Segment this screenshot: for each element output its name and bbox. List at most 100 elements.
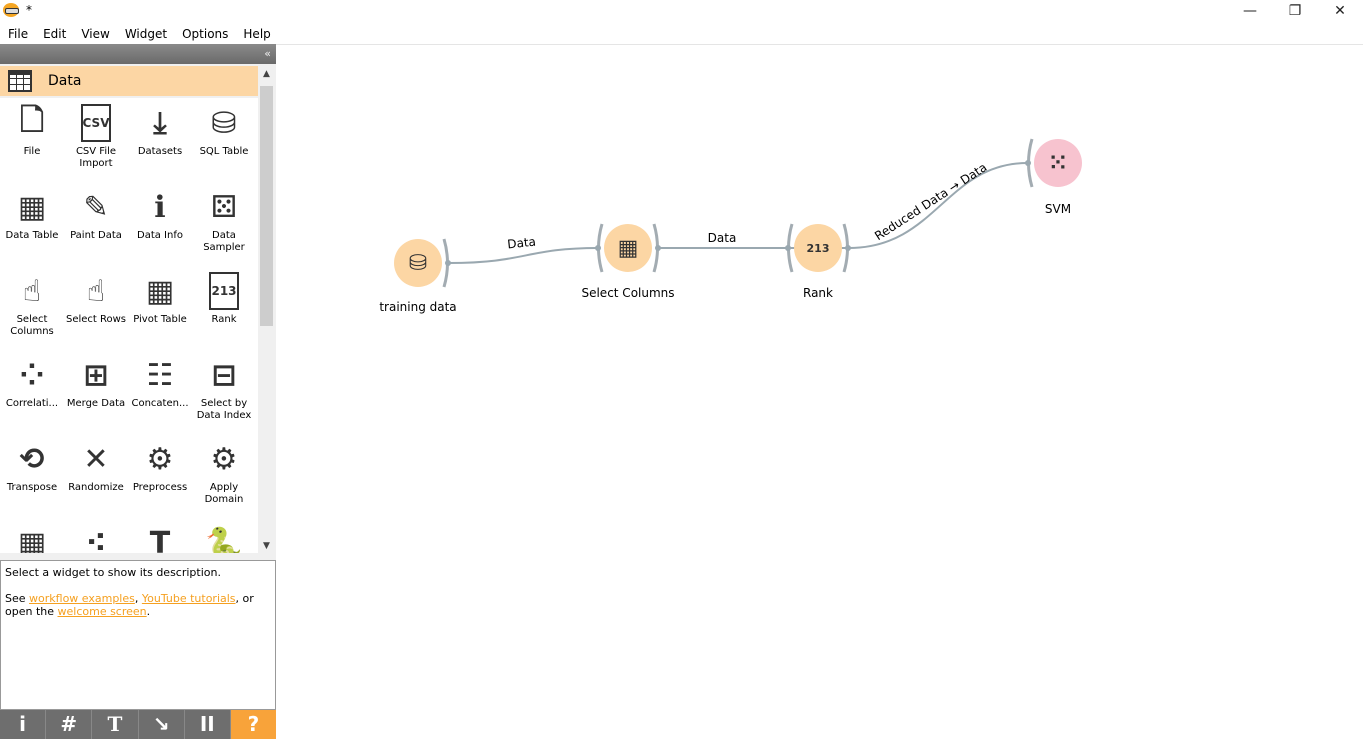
widget-item[interactable]: 🐍 bbox=[192, 518, 256, 554]
widget-randomize[interactable]: ✕Randomize bbox=[64, 434, 128, 518]
widget-correlati-[interactable]: ⁘Correlati... bbox=[0, 350, 64, 434]
python-icon: 🐍 bbox=[205, 525, 243, 554]
gears-icon: ⚙ bbox=[146, 441, 174, 477]
widget-select-by-data-index[interactable]: ⊟Select by Data Index bbox=[192, 350, 256, 434]
node-label-training-data: training data bbox=[379, 300, 457, 314]
minimize-button[interactable]: — bbox=[1243, 3, 1257, 19]
workflow-graph: Data Data Reduced Data → Data ⛁▦213⁙ bbox=[394, 138, 1082, 288]
dice-icon: ⚄ bbox=[210, 189, 238, 225]
widget-label: Merge Data bbox=[66, 398, 126, 409]
link-rank-svm[interactable] bbox=[848, 162, 1029, 249]
widget-label: Select Columns bbox=[10, 314, 54, 337]
widget-data-table[interactable]: ▦ Data Table bbox=[0, 182, 64, 266]
menu-view[interactable]: View bbox=[81, 27, 110, 41]
select-index-icon: ⊟ bbox=[211, 357, 237, 393]
file-icon: 🗋 bbox=[19, 102, 45, 138]
channel-anchor[interactable] bbox=[1025, 160, 1031, 166]
workflow-canvas[interactable]: Data Data Reduced Data → Data ⛁▦213⁙ tra… bbox=[276, 44, 1363, 739]
channel-anchor[interactable] bbox=[655, 245, 661, 251]
node-training-data[interactable]: ⛁ bbox=[394, 238, 451, 288]
merge-icon: ⊞ bbox=[83, 357, 109, 393]
channel-anchor[interactable] bbox=[785, 245, 791, 251]
channel-anchor[interactable] bbox=[595, 245, 601, 251]
workflow-examples-link[interactable]: workflow examples bbox=[29, 592, 135, 605]
scatter-icon: ⁖ bbox=[85, 525, 107, 554]
help-button[interactable]: ? bbox=[230, 710, 277, 739]
channel-anchor[interactable] bbox=[445, 260, 451, 266]
rank-icon: 213 bbox=[209, 272, 239, 310]
arrow-annotation-button[interactable]: ↘ bbox=[139, 710, 185, 739]
menu-edit[interactable]: Edit bbox=[43, 27, 67, 41]
node-svm[interactable]: ⁙ bbox=[1025, 138, 1082, 188]
or-open-text: , or open the bbox=[5, 592, 254, 618]
widget-select-columns[interactable]: ☝Select Columns bbox=[0, 266, 64, 350]
pause-button[interactable]: II bbox=[185, 710, 231, 739]
widget-item[interactable]: ▦ bbox=[0, 518, 64, 554]
scroll-thumb[interactable] bbox=[260, 86, 273, 326]
channel-anchor[interactable] bbox=[845, 245, 851, 251]
table-partial-icon: ▦ bbox=[17, 525, 47, 554]
description-panel: Select a widget to show its description.… bbox=[0, 560, 276, 710]
table-icon bbox=[8, 70, 32, 92]
widget-sql-table[interactable]: ⛁SQL Table bbox=[192, 98, 256, 182]
scroll-down-icon[interactable]: ▼ bbox=[263, 541, 270, 551]
widget-preprocess[interactable]: ⚙Preprocess bbox=[128, 434, 192, 518]
table-icon: ▦ bbox=[17, 189, 47, 225]
widget-label: Pivot Table bbox=[133, 314, 187, 325]
title-bar: * — ❐ ✕ bbox=[0, 0, 1363, 22]
widget-pivot-table[interactable]: ▦Pivot Table bbox=[128, 266, 192, 350]
node-rank[interactable]: 213 bbox=[785, 223, 851, 273]
widget-item[interactable]: ⁖ bbox=[64, 518, 128, 554]
youtube-tutorials-link[interactable]: YouTube tutorials bbox=[141, 592, 236, 605]
node-circle[interactable] bbox=[604, 224, 652, 272]
randomize-icon: ✕ bbox=[83, 441, 109, 477]
widget-label: Paint Data bbox=[70, 230, 122, 241]
scroll-up-icon[interactable]: ▲ bbox=[263, 69, 270, 79]
widget-data-sampler[interactable]: ⚄ Data Sampler bbox=[192, 182, 256, 266]
widget-label: Data Table bbox=[5, 230, 59, 241]
welcome-screen-link[interactable]: welcome screen bbox=[57, 605, 147, 618]
menu-options[interactable]: Options bbox=[182, 27, 229, 41]
link-training-select[interactable] bbox=[448, 247, 599, 264]
widget-scrollbar[interactable]: ▲ ▼ bbox=[258, 66, 275, 554]
node-circle[interactable] bbox=[394, 239, 442, 287]
restore-button[interactable]: ❐ bbox=[1288, 3, 1302, 19]
dock-toolbar: i # T ↘ II ? bbox=[0, 710, 277, 739]
widget-file[interactable]: 🗋 File bbox=[0, 98, 64, 182]
collapse-dock-button[interactable]: « bbox=[264, 47, 271, 60]
node-label-svm: SVM bbox=[1044, 202, 1072, 216]
dock-header: « bbox=[0, 44, 276, 64]
grid-button[interactable]: # bbox=[46, 710, 93, 739]
datasets-icon: ⤓ bbox=[153, 105, 167, 141]
widget-apply-domain[interactable]: ⚙Apply Domain bbox=[192, 434, 256, 518]
widget-merge-data[interactable]: ⊞ Merge Data bbox=[64, 350, 128, 434]
widget-label: Data Sampler bbox=[203, 230, 245, 253]
widget-transpose[interactable]: ⟲Transpose bbox=[0, 434, 64, 518]
training-data-icon: ⛁ bbox=[409, 251, 427, 276]
widget-label: SQL Table bbox=[199, 146, 249, 157]
menu-help[interactable]: Help bbox=[243, 27, 271, 41]
widget-datasets[interactable]: ⤓Datasets bbox=[128, 98, 192, 182]
widget-label: CSV File Import bbox=[75, 146, 117, 169]
widget-select-rows[interactable]: ☝Select Rows bbox=[64, 266, 128, 350]
category-data[interactable]: Data bbox=[0, 66, 258, 96]
node-label-rank: Rank bbox=[803, 286, 833, 300]
node-circle[interactable] bbox=[1034, 139, 1082, 187]
widget-paint-data[interactable]: ✎Paint Data bbox=[64, 182, 128, 266]
link-label-3: Reduced Data → Data bbox=[872, 160, 989, 243]
info-button[interactable]: i bbox=[0, 710, 47, 739]
menu-widget[interactable]: Widget bbox=[124, 27, 168, 41]
menu-file[interactable]: File bbox=[8, 27, 29, 41]
close-button[interactable]: ✕ bbox=[1334, 3, 1346, 19]
node-circle[interactable] bbox=[794, 224, 842, 272]
node-select-columns[interactable]: ▦ bbox=[595, 223, 661, 273]
text-annotation-button[interactable]: T bbox=[92, 710, 139, 739]
widget-label: File bbox=[23, 146, 41, 157]
widget-item[interactable]: T bbox=[128, 518, 192, 554]
widget-concaten-[interactable]: ☷Concaten... bbox=[128, 350, 192, 434]
